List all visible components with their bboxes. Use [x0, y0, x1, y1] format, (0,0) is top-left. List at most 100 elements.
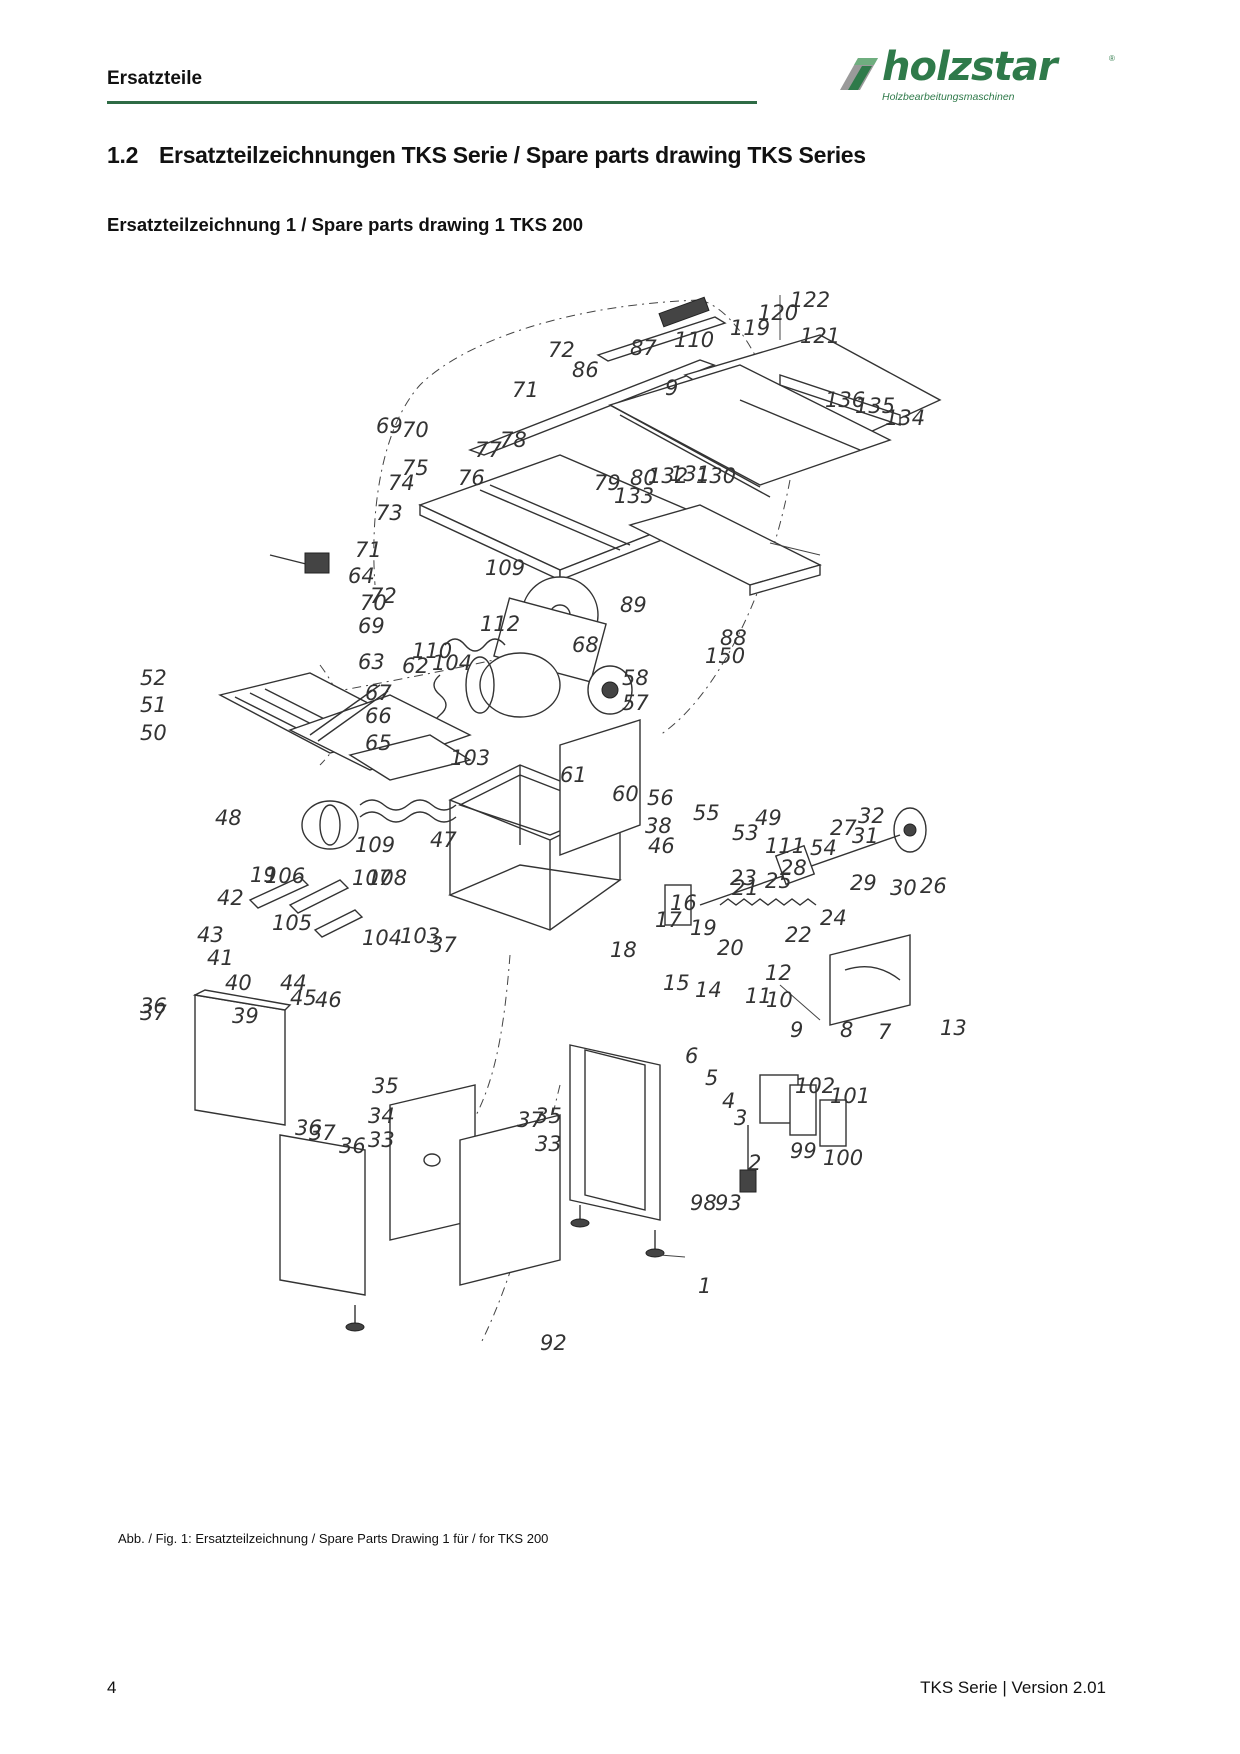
part-callout-33: 33: [535, 1132, 562, 1156]
part-callout-5: 5: [705, 1066, 718, 1090]
part-callout-39: 39: [232, 1004, 259, 1028]
part-callout-9: 9: [790, 1018, 803, 1042]
section-title: Ersatzteilzeichnungen TKS Serie / Spare …: [159, 142, 866, 168]
part-callout-104: 104: [362, 926, 402, 950]
section-number: 1.2: [107, 142, 139, 168]
part-callout-19: 19: [690, 916, 717, 940]
part-callout-58: 58: [622, 666, 649, 690]
part-callout-68: 68: [572, 633, 599, 657]
part-callout-20: 20: [717, 936, 744, 960]
part-callout-38: 38: [645, 814, 672, 838]
part-callout-30: 30: [890, 876, 917, 900]
part-callout-150: 150: [705, 644, 745, 668]
document-version: TKS Serie | Version 2.01: [920, 1678, 1106, 1697]
part-callout-14: 14: [695, 978, 722, 1002]
part-callout-8: 8: [840, 1018, 853, 1042]
part-callout-89: 89: [620, 593, 647, 617]
brand-logo: holzstar ® Holzbearbeitungsmaschinen: [836, 44, 1136, 110]
part-callout-87: 87: [630, 336, 657, 360]
part-callout-103: 103: [450, 746, 490, 770]
part-callout-111: 111: [765, 834, 805, 858]
holzstar-mark-icon: [840, 58, 878, 90]
part-callout-15: 15: [663, 971, 690, 995]
part-callout-43: 43: [197, 923, 224, 947]
brand-tagline: Holzbearbeitungsmaschinen: [882, 91, 1015, 103]
part-callout-22: 22: [785, 923, 812, 947]
part-callout-106: 106: [265, 864, 305, 888]
part-callout-76: 76: [458, 466, 485, 490]
part-callout-31: 31: [852, 824, 879, 848]
part-callout-109: 109: [485, 556, 525, 580]
part-callout-110: 110: [674, 328, 714, 352]
part-callout-19: 19: [250, 863, 277, 887]
page-number: 4: [107, 1678, 117, 1697]
part-callout-109: 109: [355, 833, 395, 857]
part-callout-79: 79: [594, 471, 621, 495]
part-callout-73: 73: [376, 501, 403, 525]
part-callout-131: 131: [670, 462, 710, 486]
part-callout-74: 74: [388, 471, 415, 495]
part-callout-67: 67: [365, 681, 392, 705]
part-callout-37: 37: [309, 1121, 336, 1145]
part-callout-48: 48: [215, 806, 242, 830]
part-callout-50: 50: [140, 721, 167, 745]
part-callout-104: 104: [432, 651, 472, 675]
part-callout-86: 86: [572, 358, 599, 382]
part-callout-130: 130: [696, 464, 736, 488]
part-callout-93: 93: [715, 1191, 742, 1215]
part-callout-121: 121: [800, 324, 840, 348]
part-callout-1: 1: [698, 1274, 711, 1298]
part-callout-24: 24: [820, 906, 847, 930]
part-callout-65: 65: [365, 731, 392, 755]
part-callout-44: 44: [280, 971, 307, 995]
part-callout-71: 71: [512, 378, 539, 402]
header-rule: [107, 101, 757, 104]
part-callout-49: 49: [755, 806, 782, 830]
part-callout-41: 41: [207, 946, 234, 970]
part-callout-78: 78: [500, 428, 527, 452]
part-callout-56: 56: [647, 786, 674, 810]
part-callout-66: 66: [365, 704, 392, 728]
part-callout-35: 35: [535, 1104, 562, 1128]
part-callout-33: 33: [368, 1128, 395, 1152]
part-callout-71: 71: [355, 538, 382, 562]
part-callout-12: 12: [765, 961, 792, 985]
part-callout-34: 34: [368, 1104, 395, 1128]
part-callout-4: 4: [722, 1089, 735, 1113]
part-callout-99: 99: [790, 1139, 817, 1163]
part-callout-108: 108: [367, 866, 407, 890]
part-callout-25: 25: [765, 869, 792, 893]
part-callout-37: 37: [430, 933, 457, 957]
part-callout-42: 42: [217, 886, 244, 910]
part-callout-54: 54: [810, 836, 837, 860]
registered-mark: ®: [1109, 54, 1115, 63]
part-callout-2: 2: [748, 1151, 761, 1175]
part-callout-46: 46: [315, 988, 342, 1012]
part-callout-10: 10: [766, 988, 793, 1012]
part-callout-55: 55: [693, 801, 720, 825]
part-callout-52: 52: [140, 666, 167, 690]
part-callout-72: 72: [370, 584, 397, 608]
part-callout-37: 37: [517, 1108, 544, 1132]
part-callout-80: 80: [630, 466, 657, 490]
part-callout-92: 92: [540, 1331, 567, 1355]
part-callout-57: 57: [622, 691, 649, 715]
part-callout-136: 136: [825, 388, 865, 412]
part-callout-112: 112: [480, 612, 520, 636]
part-callout-23: 23: [730, 866, 757, 890]
part-callout-103: 103: [400, 924, 440, 948]
part-callout-88: 88: [720, 626, 747, 650]
part-callout-27: 27: [830, 816, 857, 840]
part-callout-69: 69: [376, 414, 403, 438]
part-callout-6: 6: [685, 1044, 698, 1068]
part-callout-7: 7: [878, 1020, 892, 1044]
part-callout-29: 29: [850, 871, 877, 895]
part-callout-132: 132: [648, 464, 688, 488]
part-callout-119: 119: [730, 316, 770, 340]
part-callout-107: 107: [352, 866, 393, 890]
part-callout-98: 98: [690, 1191, 717, 1215]
part-callout-60: 60: [612, 782, 639, 806]
part-callout-122: 122: [790, 288, 830, 312]
part-callout-13: 13: [940, 1016, 967, 1040]
